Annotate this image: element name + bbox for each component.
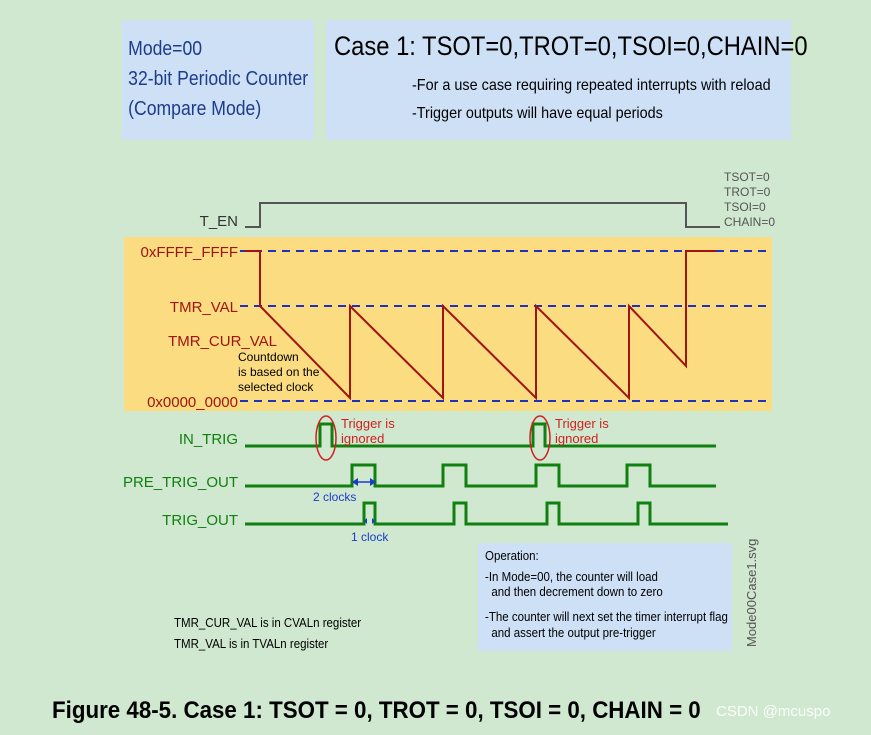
ignored-trigger-marker-2: [529, 415, 551, 461]
two-clocks-arrow-left: [352, 478, 358, 486]
tmr-cur-val-label: TMR_CUR_VAL: [168, 333, 277, 350]
trigger-ignored-note-2b: ignored: [555, 431, 598, 446]
mode-box: Mode=00 32-bit Periodic Counter (Compare…: [122, 20, 314, 140]
two-clocks-arrow-right: [370, 478, 376, 486]
mode-subtitle: (Compare Mode): [128, 98, 262, 120]
one-clock-arrow-right: [372, 518, 375, 524]
one-clock-label: 1 clock: [351, 530, 389, 544]
operation-line-4: and assert the output pre-trigger: [485, 626, 656, 640]
end-state-tsot: TSOT=0: [724, 170, 770, 184]
end-state-chain: CHAIN=0: [724, 215, 775, 229]
countdown-note-3: selected clock: [238, 380, 314, 394]
end-state-trot: TROT=0: [724, 185, 771, 199]
watermark: CSDN @mcuspo: [716, 703, 831, 720]
trig-out-waveform: [245, 501, 728, 526]
register-note-cval: TMR_CUR_VAL is in CVALn register: [174, 616, 362, 630]
mode-line: Mode=00: [128, 38, 203, 60]
in-trig-label: IN_TRIG: [179, 431, 238, 448]
case-title: Case 1: TSOT=0,TROT=0,TSOI=0,CHAIN=0: [334, 31, 808, 61]
figure-caption: Figure 48-5. Case 1: TSOT = 0, TROT = 0,…: [52, 697, 701, 724]
tmr-cur-val-waveform: [245, 250, 716, 401]
t-en-waveform: [245, 202, 720, 228]
case-bullet-2: -Trigger outputs will have equal periods: [412, 105, 663, 122]
trigger-ignored-note-2a: Trigger is: [555, 416, 609, 431]
operation-line-3: -The counter will next set the timer int…: [485, 610, 728, 624]
trigger-ignored-note-1b: ignored: [341, 431, 384, 446]
trigger-ignored-note-1a: Trigger is: [341, 416, 395, 431]
register-note-tval: TMR_VAL is in TVALn register: [174, 637, 329, 651]
operation-box: Operation: -In Mode=00, the counter will…: [478, 543, 732, 651]
case-box: Case 1: TSOT=0,TROT=0,TSOI=0,CHAIN=0 -Fo…: [326, 20, 808, 140]
end-state-tsoi: TSOI=0: [724, 200, 766, 214]
t-en-label: T_EN: [200, 213, 238, 230]
trig-out-label: TRIG_OUT: [162, 512, 238, 529]
countdown-note-1: Countdown: [238, 350, 299, 364]
pre-trig-out-label: PRE_TRIG_OUT: [123, 474, 238, 491]
tmr-val-label: TMR_VAL: [170, 299, 238, 316]
svg-name-label: Mode00Case1.svg: [744, 539, 759, 647]
in-trig-waveform: [245, 422, 716, 448]
mode-description: 32-bit Periodic Counter: [128, 68, 309, 90]
counter-region: [124, 237, 772, 411]
ignored-trigger-marker-1: [315, 415, 337, 461]
pre-trig-out-waveform: [245, 463, 716, 488]
case-bullet-1: -For a use case requiring repeated inter…: [412, 77, 771, 94]
two-clocks-label: 2 clocks: [313, 490, 356, 504]
zero-val-label: 0x0000_0000: [147, 394, 238, 411]
timing-diagram: T_EN TSOT=0 TROT=0 TSOI=0 CHAIN=0 0xFFFF…: [123, 170, 775, 647]
max-val-label: 0xFFFF_FFFF: [141, 244, 239, 261]
operation-heading: Operation:: [485, 549, 539, 563]
countdown-note-2: is based on the: [238, 365, 320, 379]
operation-line-2: and then decrement down to zero: [485, 585, 663, 599]
operation-line-1: -In Mode=00, the counter will load: [485, 570, 658, 584]
one-clock-arrow-left: [364, 518, 367, 524]
